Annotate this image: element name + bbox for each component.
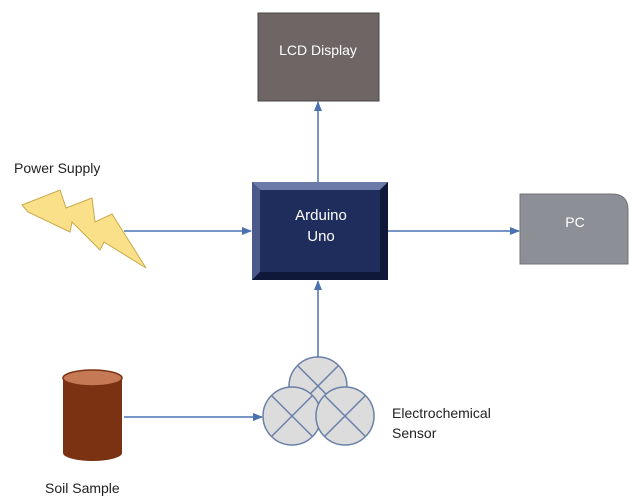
electrochemical-sensor-label: Electrochemical Sensor bbox=[392, 403, 532, 443]
pc-label: PC bbox=[565, 214, 585, 230]
cylinder-icon bbox=[62, 369, 123, 461]
sensor-circles-icon bbox=[262, 356, 375, 446]
sensor-label-line2: Sensor bbox=[392, 425, 437, 441]
arduino-uno-block bbox=[252, 182, 388, 280]
pc-block bbox=[519, 193, 629, 265]
power-supply-label: Power Supply bbox=[14, 160, 101, 176]
arduino-uno-label: Arduino Uno bbox=[261, 205, 381, 247]
lcd-display-label: LCD Display bbox=[279, 42, 357, 58]
lightning-bolt-icon bbox=[21, 189, 147, 269]
soil-sample-label: Soil Sample bbox=[45, 480, 120, 496]
lcd-display-block bbox=[257, 12, 380, 102]
arduino-label-line1: Arduino bbox=[295, 207, 347, 224]
sensor-label-line1: Electrochemical bbox=[392, 405, 491, 421]
arduino-label-line2: Uno bbox=[307, 228, 335, 245]
